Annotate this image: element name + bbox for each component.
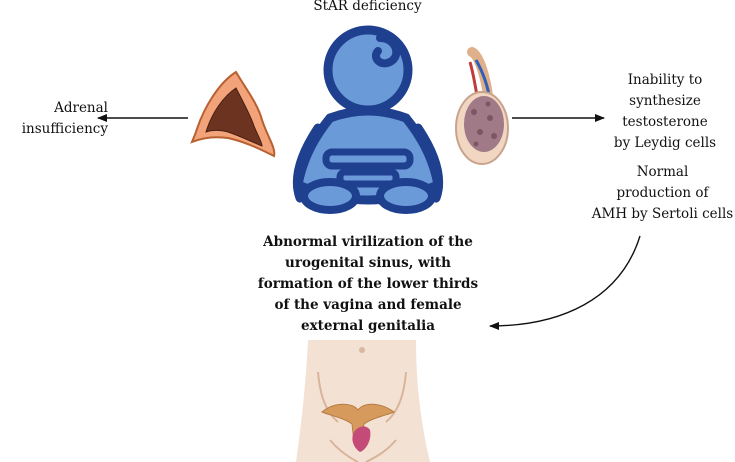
virilization-label: Abnormal virilization of the urogenital …	[248, 232, 488, 337]
label-line: testosterone	[622, 114, 708, 130]
diagram-title: StAR deficiency	[313, 0, 422, 14]
label-line: Adrenal	[54, 100, 108, 116]
label-line: production of	[616, 185, 709, 201]
adrenal-gland-icon	[190, 70, 276, 158]
adrenal-insufficiency-label: Adrenal insufficiency	[0, 98, 108, 140]
arrow-to-external-genitalia	[489, 235, 641, 330]
label-line: insufficiency	[21, 121, 108, 137]
baby-icon	[292, 25, 444, 214]
label-line: of the vagina and female	[274, 297, 462, 313]
label-line: Normal	[636, 164, 689, 180]
amh-label: Normal production of AMH by Sertoli cell…	[590, 162, 735, 225]
label-line: urogenital sinus, with	[285, 255, 451, 271]
label-line: synthesize	[629, 93, 701, 109]
label-line: Abnormal virilization of the	[263, 234, 473, 250]
label-line: formation of the lower thirds	[257, 276, 479, 292]
pelvis-illustration	[296, 340, 430, 462]
label-line: AMH by Sertoli cells	[591, 206, 734, 222]
label-line: external genitalia	[301, 318, 435, 334]
label-line: Inability to	[627, 72, 703, 88]
label-line: by Leydig cells	[613, 135, 717, 151]
testis-icon	[455, 47, 509, 165]
testosterone-label: Inability to synthesize testosterone by …	[606, 70, 724, 154]
